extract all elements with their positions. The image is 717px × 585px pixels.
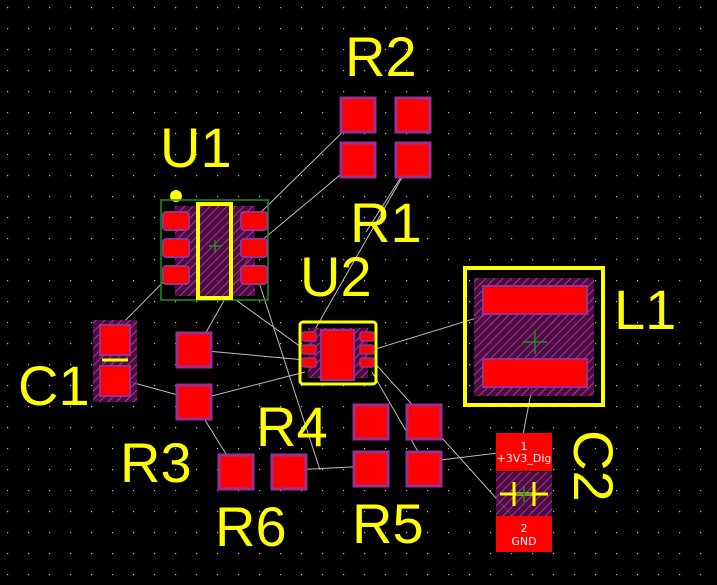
origin-cross	[209, 240, 221, 252]
label-C2: C2	[562, 430, 625, 502]
origin-cross	[516, 486, 532, 502]
pad[interactable]	[359, 357, 375, 368]
pad[interactable]	[301, 344, 317, 355]
outline	[298, 320, 378, 386]
pad[interactable]	[352, 450, 390, 488]
pad[interactable]	[352, 403, 390, 441]
pad[interactable]	[240, 238, 268, 258]
label-U2: U2	[300, 245, 372, 308]
pad[interactable]	[394, 96, 432, 134]
pad[interactable]	[270, 453, 308, 491]
pad[interactable]	[482, 358, 588, 388]
component-R4[interactable]: R4	[256, 395, 328, 458]
pad-thermal[interactable]	[320, 329, 355, 381]
component-R3[interactable]: R3	[120, 331, 213, 494]
component-R5[interactable]: R5	[352, 403, 443, 555]
pad-number: 2	[521, 522, 528, 535]
label-U1: U1	[160, 116, 232, 179]
component-R1[interactable]: R1	[350, 191, 422, 254]
label-R6: R6	[215, 495, 287, 558]
pad[interactable]	[359, 344, 375, 355]
pad-number: 1	[521, 440, 528, 453]
pad[interactable]	[162, 211, 190, 231]
pad[interactable]	[240, 211, 268, 231]
component-R6[interactable]: R6	[215, 453, 308, 558]
pad[interactable]	[175, 331, 213, 369]
pad[interactable]	[482, 285, 588, 315]
label-R2: R2	[345, 25, 417, 88]
component-U2[interactable]: U2	[298, 245, 378, 386]
pad-net-label: +3V3_Dig	[497, 452, 552, 465]
pin1-marker	[170, 190, 182, 202]
pad[interactable]	[99, 365, 131, 397]
component-L1[interactable]: L1	[463, 266, 676, 407]
pad[interactable]	[394, 141, 432, 179]
pad[interactable]	[175, 383, 213, 421]
label-R4: R4	[256, 395, 328, 458]
label-R1: R1	[350, 191, 422, 254]
outline	[196, 202, 233, 300]
pad[interactable]	[496, 433, 552, 471]
pad[interactable]	[301, 357, 317, 368]
component-C1[interactable]: C1	[18, 320, 137, 417]
outline	[463, 266, 605, 407]
label-C1: C1	[18, 354, 90, 417]
pad[interactable]	[99, 324, 131, 356]
origin-cross	[523, 330, 547, 354]
pad[interactable]	[301, 331, 317, 342]
pad[interactable]	[339, 96, 377, 134]
label-R5: R5	[352, 492, 424, 555]
pad[interactable]	[496, 516, 552, 552]
pad[interactable]	[162, 238, 190, 258]
pad[interactable]	[405, 403, 443, 441]
component-R2[interactable]: R2	[339, 25, 432, 179]
label-L1: L1	[614, 278, 676, 341]
component-U1[interactable]: U1	[160, 116, 269, 301]
pad-net-label: GND	[511, 535, 536, 548]
pad[interactable]	[162, 265, 190, 285]
pad[interactable]	[217, 453, 255, 491]
label-R3: R3	[120, 431, 192, 494]
component-C2[interactable]: C2 1 +3V3_Dig 2 GND	[496, 430, 625, 552]
pad[interactable]	[240, 265, 268, 285]
pad[interactable]	[405, 450, 443, 488]
pad[interactable]	[339, 141, 377, 179]
pad[interactable]	[359, 331, 375, 342]
